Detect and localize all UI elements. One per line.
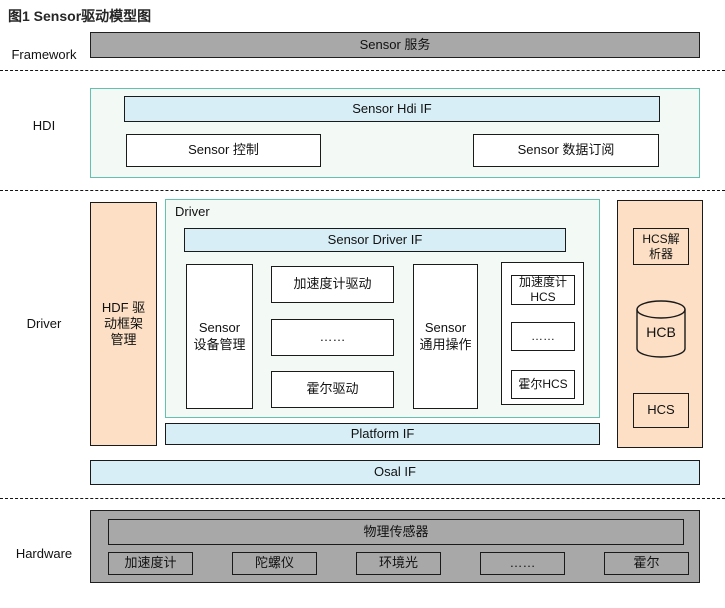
hw-ellipsis-box: ……	[480, 552, 565, 575]
hw-ambient-light-box: 环境光	[356, 552, 441, 575]
hw-hall-box: 霍尔	[604, 552, 689, 575]
hcb-database-cylinder-icon: HCB	[636, 300, 686, 358]
hw-gyroscope-box: 陀螺仪	[232, 552, 317, 575]
hardware-container: 物理传感器 加速度计 陀螺仪 环境光 …… 霍尔	[90, 510, 700, 583]
sensor-data-subscribe-box: Sensor 数据订阅	[473, 134, 659, 167]
hcs-parser-box: HCS解 析器	[633, 228, 689, 265]
osal-if-box: Osal IF	[90, 460, 700, 485]
separator-hdi-driver	[0, 190, 725, 191]
more-hcs-ellipsis-box: ……	[511, 322, 575, 351]
separator-framework-hdi	[0, 70, 725, 71]
accelerometer-driver-box: 加速度计驱动	[271, 266, 394, 303]
sensor-driver-if-box: Sensor Driver IF	[184, 228, 566, 252]
more-drivers-ellipsis-box: ……	[271, 319, 394, 356]
hdi-container: Sensor Hdi IF Sensor 控制 Sensor 数据订阅	[90, 88, 700, 178]
hdf-framework-mgmt-box: HDF 驱 动框架 管理	[90, 202, 157, 446]
hw-accelerometer-box: 加速度计	[108, 552, 193, 575]
layer-label-hardware: Hardware	[15, 546, 73, 561]
hcb-label: HCB	[646, 324, 676, 340]
separator-driver-hardware	[0, 498, 725, 499]
physical-sensor-box: 物理传感器	[108, 519, 684, 545]
accelerometer-hcs-box: 加速度计 HCS	[511, 275, 575, 305]
sensor-hdi-if-box: Sensor Hdi IF	[124, 96, 660, 122]
sensor-common-ops-box: Sensor 通用操作	[413, 264, 478, 409]
sensor-control-box: Sensor 控制	[126, 134, 321, 167]
sensor-service-box: Sensor 服务	[90, 32, 700, 58]
driver-container: Driver Sensor Driver IF Sensor 设备管理 加速度计…	[165, 199, 600, 418]
driver-container-label: Driver	[175, 204, 210, 219]
layer-label-driver: Driver	[26, 316, 62, 331]
hall-driver-box: 霍尔驱动	[271, 371, 394, 408]
platform-if-box: Platform IF	[165, 423, 600, 445]
hcs-panel: HCS解 析器 HCB HCS	[617, 200, 703, 448]
sensor-device-mgmt-box: Sensor 设备管理	[186, 264, 253, 409]
figure-title: 图1 Sensor驱动模型图	[8, 8, 152, 24]
hcs-group-box: 加速度计 HCS …… 霍尔HCS	[501, 262, 584, 405]
hall-hcs-box: 霍尔HCS	[511, 370, 575, 399]
layer-label-framework: Framework	[11, 47, 77, 62]
hcs-box: HCS	[633, 393, 689, 428]
layer-label-hdi: HDI	[32, 118, 56, 133]
